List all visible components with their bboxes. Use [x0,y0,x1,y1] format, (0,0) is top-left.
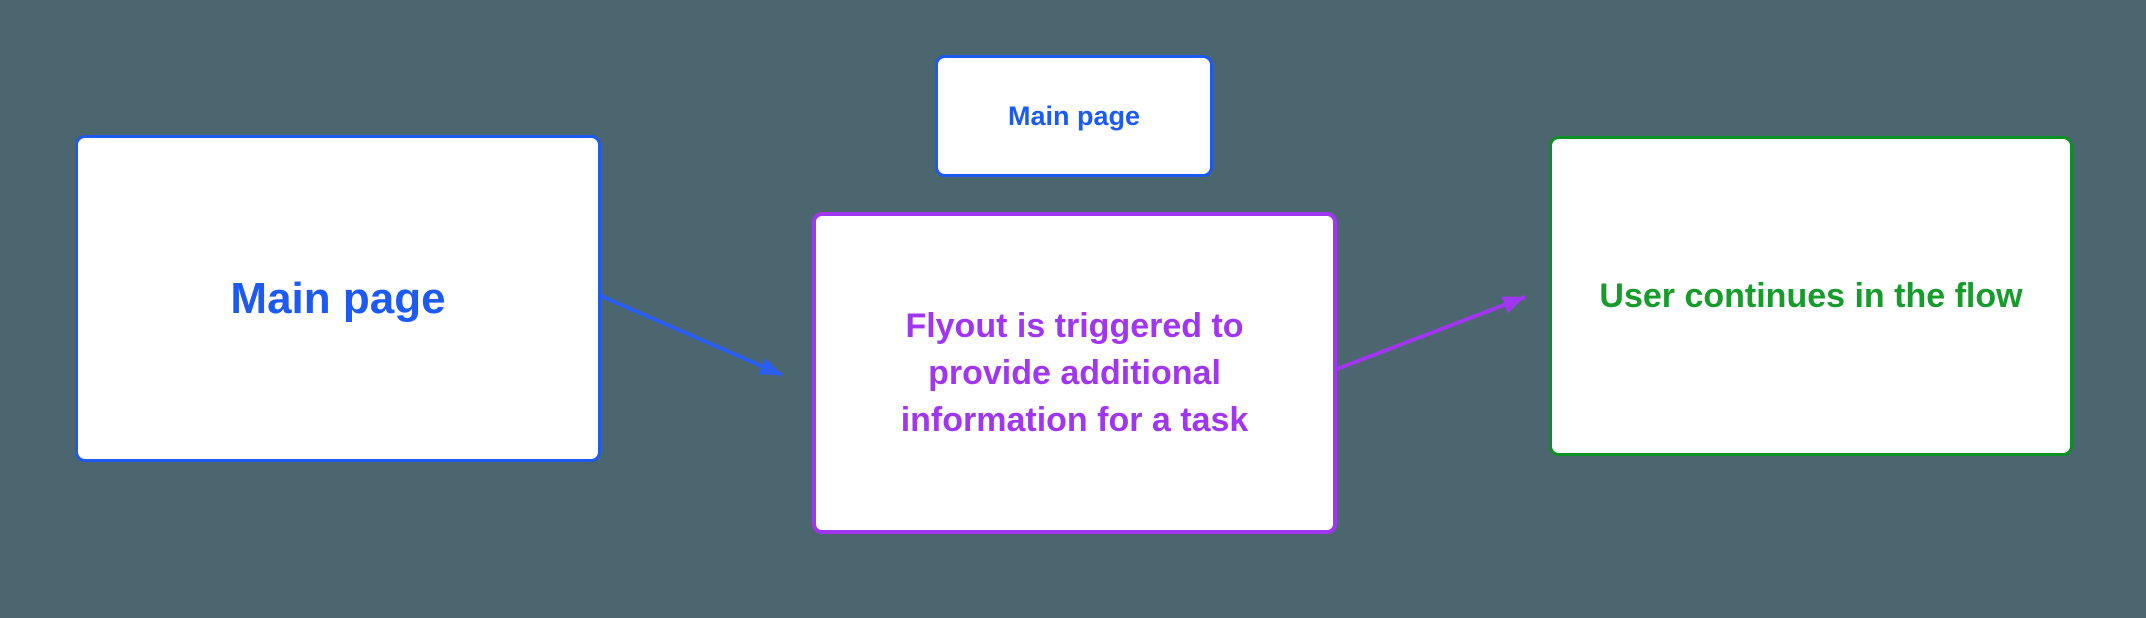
node-main-page-small: Main page [935,55,1213,177]
connector-flyout-to-user-continues [1336,295,1526,371]
node-main-page-label: Main page [230,273,446,323]
node-user-continues: User continues in the flow [1549,136,2073,456]
node-main-page-small-label: Main page [1007,100,1141,131]
connector-main-page-to-flyout [600,294,783,377]
node-main-page: Main page [75,135,601,462]
node-flyout-label: Flyout is triggered to provide additiona… [900,306,1249,439]
node-user-continues-label: User continues in the flow [1599,276,2023,315]
node-flyout: Flyout is triggered to provide additiona… [812,212,1337,534]
